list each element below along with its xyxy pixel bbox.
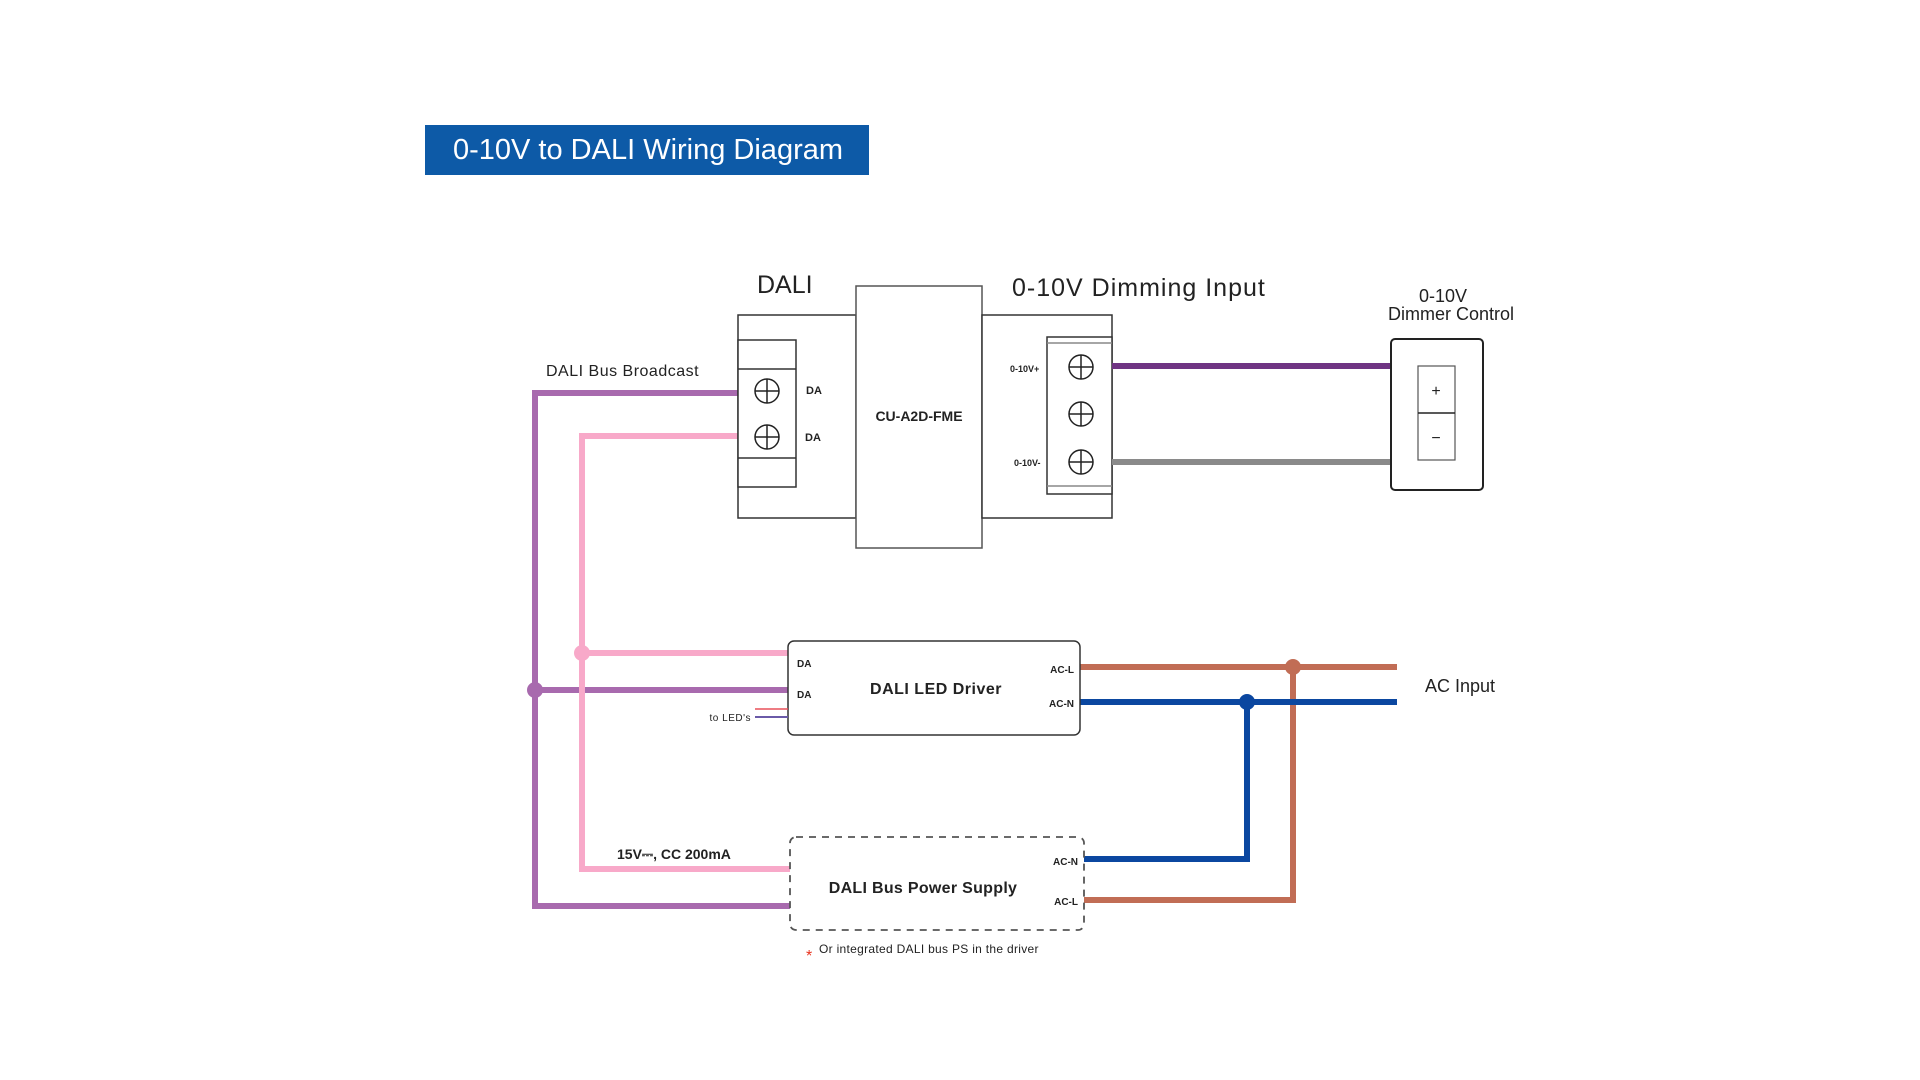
dali-bus-purple-wire [532,390,790,909]
dali-led-driver-box [787,640,1081,736]
footnote-text: Or integrated DALI bus PS in the driver [819,942,1039,956]
screw-icon [1068,449,1094,475]
dim-terminal-label: 0-10V+ [1010,364,1039,374]
dim-terminal-label: 0-10V- [1014,458,1041,468]
psu-terminal-label: AC-N [1053,857,1078,868]
driver-terminal-label: DA [797,690,811,701]
ac-input-label: AC Input [1425,676,1495,696]
dali-led-driver-label: DALI LED Driver [870,681,1002,698]
dali-bus-power-supply-box [789,836,1085,931]
driver-terminal-label: AC-L [1050,665,1074,676]
screw-icon [1068,401,1094,427]
dimming-input-header: 0-10V Dimming Input [1012,274,1266,302]
driver-terminal-label: AC-N [1049,699,1074,710]
ac-neutral-junction-dot [1239,694,1255,710]
title-banner: 0-10V to DALI Wiring Diagram [425,125,869,175]
dimmer-plus-icon: + [1431,383,1440,400]
dali-terminal-label: DA [806,385,822,397]
converter-body [855,285,983,549]
to-leds-label: to LED's [710,713,751,724]
dimmer-control-label-line1: 0-10V [1419,286,1467,306]
purple-junction-dot [527,682,543,698]
psu-terminal-label: AC-L [1054,897,1078,908]
pink-junction-dot [574,645,590,661]
converter-dali-module [737,314,857,519]
dali-bus-broadcast-label: DALI Bus Broadcast [546,363,699,380]
dimmer-control-label-line2: Dimmer Control [1388,304,1514,324]
converter-dim-module [981,314,1113,519]
screw-icon [1068,354,1094,380]
driver-terminal-label: DA [797,659,811,670]
ac-live-wire [1080,664,1397,903]
screw-icon [754,378,780,404]
dali-bus-power-supply-label: DALI Bus Power Supply [829,880,1018,897]
dali-header: DALI [757,271,813,299]
screw-icon [754,424,780,450]
dali-terminal-label: DA [805,432,821,444]
converter-model-label: CU-A2D-FME [875,408,962,424]
ac-live-junction-dot [1285,659,1301,675]
footnote-star-icon: * [806,948,812,965]
power-spec-label: 15V⎓, CC 200mA [617,846,731,862]
ac-neutral-wire [1080,699,1397,862]
dimmer-minus-icon: − [1431,430,1440,447]
